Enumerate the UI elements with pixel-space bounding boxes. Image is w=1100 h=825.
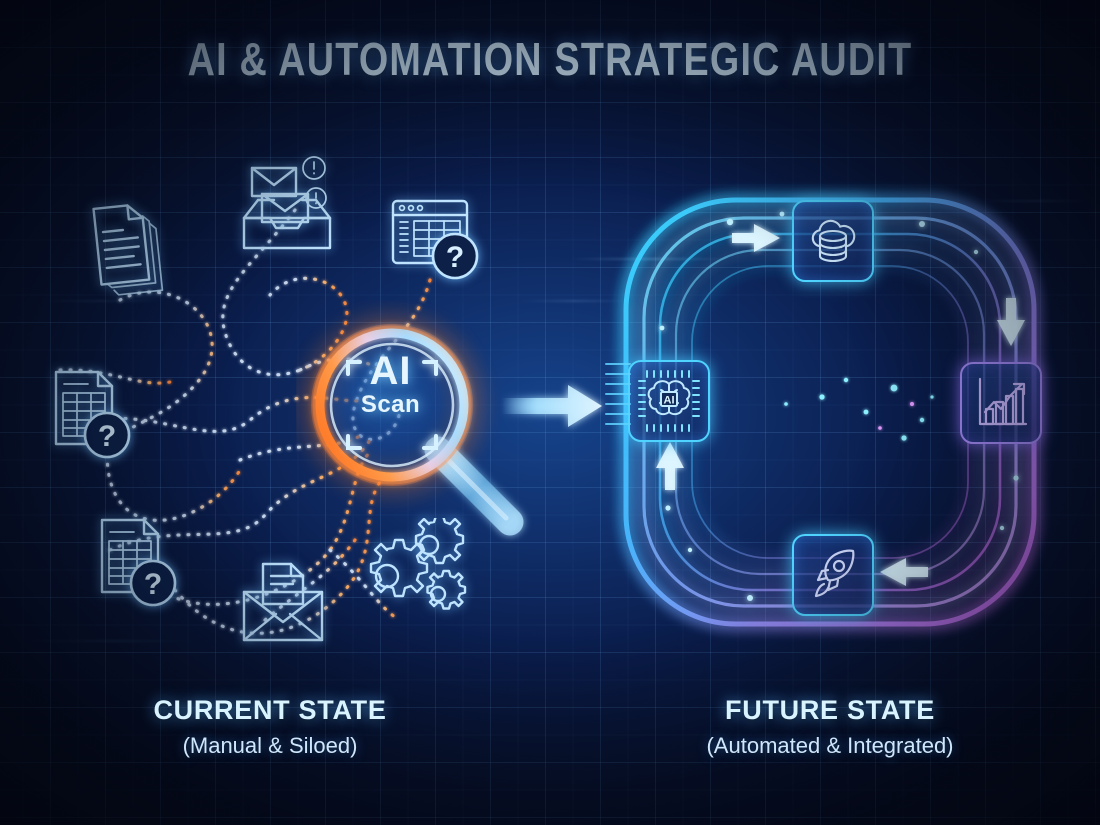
browser-spreadsheet-question-icon: ? [391,199,479,280]
node-rocket[interactable] [792,534,874,616]
envelope-document-icon [242,562,324,642]
ai-brain-chip-icon: AI [638,370,700,432]
future-state-title: FUTURE STATE [725,695,935,725]
spreadsheet-question-icon-2: ? [100,518,177,607]
svg-text:?: ? [446,241,464,274]
svg-text:?: ? [144,568,162,601]
current-state-title: CURRENT STATE [153,695,387,725]
node-cloud-database[interactable] [792,200,874,282]
chip-label: AI [664,395,675,407]
growth-chart-icon [978,377,1028,426]
chip-circuit-traces [605,363,631,425]
current-state-subtitle: (Manual & Siloed) [182,733,358,758]
inbox-overflow-icon [242,156,332,250]
future-state-subtitle: (Automated & Integrated) [706,733,954,758]
future-state-caption: FUTURE STATE (Automated & Integrated) [610,695,1050,759]
data-stream-lines [726,377,934,441]
document-stack-icon [92,204,164,296]
spreadsheet-question-icon-1: ? [54,370,131,459]
current-state-caption: CURRENT STATE (Manual & Siloed) [50,695,490,759]
page-title: AI & AUTOMATION STRATEGIC AUDIT [187,33,913,85]
node-growth-chart[interactable] [960,362,1042,444]
rocket-icon [814,549,855,598]
cloud-database-icon [811,219,856,263]
node-ai-chip[interactable]: AI [628,360,710,442]
svg-text:?: ? [98,420,116,453]
